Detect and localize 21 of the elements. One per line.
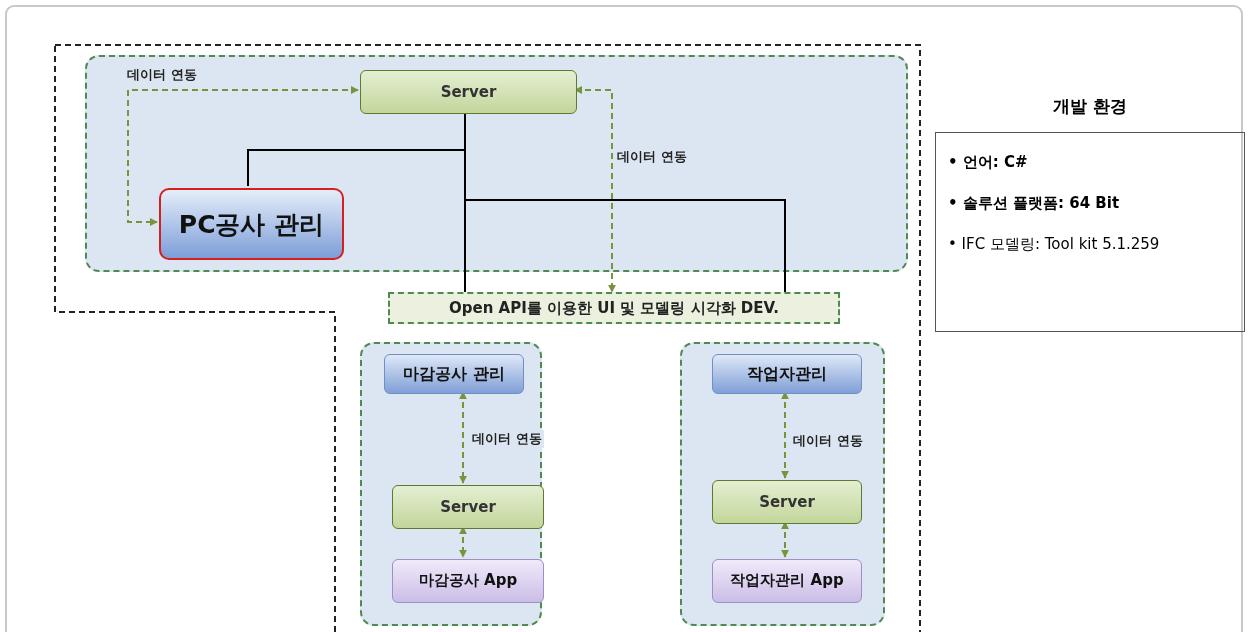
server-box: Server — [392, 485, 544, 529]
platform-bar: Open API를 이용한 UI 및 모델링 시각화 DEV. — [388, 292, 840, 324]
system-box: 작업자관리 — [712, 354, 862, 394]
edge-label: 데이터 연동 — [125, 66, 199, 84]
list-item: • IFC 모델링: Tool kit 5.1.259 — [948, 235, 1161, 254]
list-item: • 언어: C# — [948, 153, 1029, 172]
server-box: Server — [712, 480, 862, 524]
group-panel — [85, 55, 908, 272]
list-item: • 솔루션 플랫폼: 64 Bit — [948, 194, 1121, 213]
dashed-arrow — [127, 86, 359, 226]
system-box: PC공사 관리 — [159, 188, 344, 260]
group-panel — [360, 342, 542, 626]
panel-title: 개발 환경 — [1052, 95, 1128, 118]
edge-label: 데이터 연동 — [791, 432, 865, 450]
server-box: Server — [360, 70, 577, 114]
app-box: 마감공사 App — [392, 559, 544, 603]
group-panel — [680, 342, 885, 626]
app-box: 작업자관리 App — [712, 559, 862, 603]
system-box: 마감공사 관리 — [384, 354, 524, 394]
edge-label: 데이터 연동 — [470, 430, 544, 448]
edge-label: 데이터 연동 — [615, 148, 689, 166]
